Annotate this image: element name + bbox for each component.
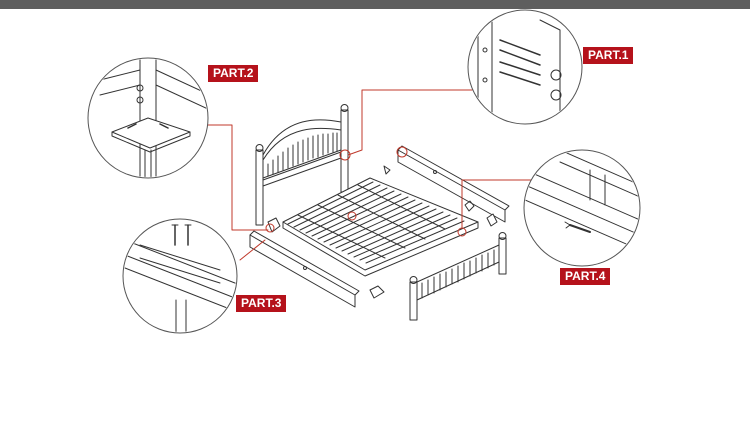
detail-circle-part2 [87,57,209,179]
leader-lines [187,89,533,261]
detail-circle-part4 [523,149,641,267]
side-rail-left [249,230,360,308]
part3-label: PART.3 [236,295,287,312]
part2-label: PART.2 [208,65,259,82]
side-rail-right [397,145,510,223]
footboard [409,232,507,321]
part1-label: PART.1 [583,47,634,64]
headboard [255,104,349,226]
detail-circle-part1 [467,9,583,125]
part4-label: PART.4 [560,268,611,285]
brackets [267,165,498,299]
slat-frame [282,177,479,277]
top-bar [0,0,750,9]
detail-circle-part3 [122,218,238,334]
